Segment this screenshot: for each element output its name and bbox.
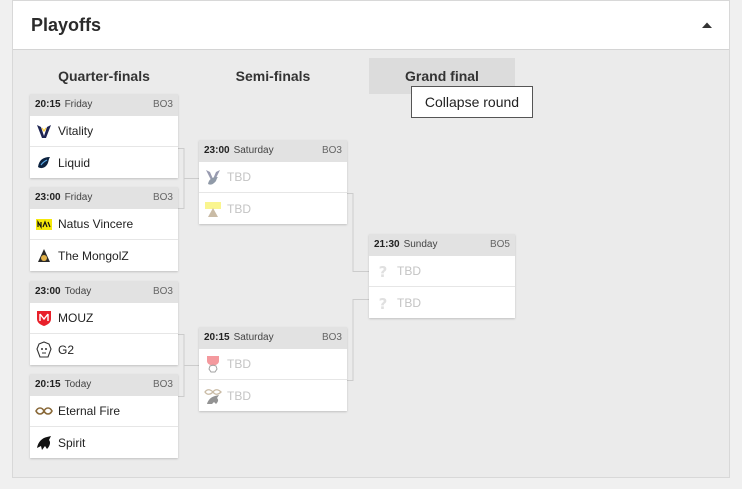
collapse-round-tooltip: Collapse round [411, 86, 533, 118]
mongolz-logo-icon [35, 247, 53, 265]
team-name: Liquid [58, 155, 91, 170]
team-row-mouz[interactable]: MOUZ [30, 303, 178, 334]
round-title-quarter-finals: Quarter-finals [58, 68, 150, 84]
match-day: Friday [64, 192, 93, 203]
match-format: BO3 [152, 192, 173, 203]
team-row-vitality[interactable]: Vitality [30, 116, 178, 147]
collapse-panel-button[interactable] [695, 13, 719, 37]
team-row-g2[interactable]: G2 [30, 334, 178, 365]
match-day: Friday [64, 99, 93, 110]
match-day: Saturday [233, 145, 274, 156]
panel-title: Playoffs [31, 15, 102, 35]
match-day: Today [64, 379, 92, 390]
team-row-liquid[interactable]: Liquid [30, 147, 178, 178]
connector-sf1-gf [347, 193, 369, 272]
g2-logo-icon [35, 340, 53, 359]
panel-header: Playoffs [13, 1, 729, 50]
round-title-semi-finals: Semi-finals [235, 68, 311, 84]
match-day: Saturday [233, 332, 274, 343]
eternalfire-spirit-placeholder-icon [204, 387, 222, 405]
match-day: Sunday [403, 239, 438, 250]
team-row-tbd[interactable]: TBD [199, 349, 347, 380]
team-name: TBD [227, 388, 251, 403]
team-row-eternal-fire[interactable]: Eternal Fire [30, 396, 178, 427]
team-name: TBD [227, 357, 251, 371]
match-time: 21:30 [374, 239, 400, 250]
question-mark-icon: ? [374, 294, 392, 312]
team-name: Eternal Fire [58, 404, 121, 418]
team-name: MOUZ [58, 311, 94, 325]
navi-mongolz-placeholder-icon [204, 200, 222, 218]
svg-text:?: ? [379, 263, 388, 280]
match-format: BO3 [152, 99, 173, 110]
match-time: 23:00 [35, 192, 61, 203]
svg-text:?: ? [379, 295, 388, 312]
match-time: 23:00 [204, 145, 230, 156]
match-time: 20:15 [204, 332, 230, 343]
match-format: BO3 [152, 286, 173, 297]
navi-logo-icon [35, 215, 53, 233]
connector-qf4-sf2 [178, 365, 185, 397]
vitality-logo-icon [35, 122, 53, 140]
connector-qf1-sf1 [178, 148, 200, 179]
team-name: Vitality [58, 124, 94, 138]
team-name: Spirit [58, 435, 86, 450]
mouz-g2-placeholder-icon [204, 355, 222, 373]
connector-sf2-gf [347, 299, 369, 381]
spirit-logo-icon [35, 434, 53, 452]
caret-up-icon [702, 22, 712, 28]
team-row-the-mongolz[interactable]: The MongolZ [30, 240, 178, 271]
match-day: Today [64, 286, 92, 297]
match-time: 20:15 [35, 99, 61, 110]
match-time: 23:00 [35, 286, 61, 297]
liquid-logo-icon [35, 154, 53, 172]
question-mark-icon: ? [374, 262, 392, 280]
team-name: G2 [58, 342, 75, 357]
team-name: TBD [227, 201, 251, 216]
team-row-tbd[interactable]: TBD [199, 193, 347, 224]
team-name: The MongolZ [58, 248, 129, 263]
team-row-spirit[interactable]: Spirit [30, 427, 178, 458]
team-row-tbd[interactable]: TBD [199, 380, 347, 411]
team-row-tbd[interactable]: ? TBD [369, 256, 515, 287]
team-row-tbd[interactable]: TBD [199, 162, 347, 193]
match-time: 20:15 [35, 379, 61, 390]
team-row-tbd[interactable]: ? TBD [369, 287, 515, 318]
mouz-logo-icon [35, 309, 53, 327]
match-format: BO3 [321, 145, 342, 156]
match-format: BO3 [152, 379, 173, 390]
vitality-liquid-placeholder-icon [204, 168, 222, 186]
team-name: TBD [227, 170, 251, 184]
team-name: TBD [397, 295, 421, 310]
match-format: BO3 [321, 332, 342, 343]
eternal-fire-logo-icon [35, 402, 53, 420]
team-row-natus-vincere[interactable]: Natus Vincere [30, 209, 178, 240]
connector-qf2-sf1 [178, 178, 185, 209]
team-name: TBD [397, 264, 421, 278]
team-name: Natus Vincere [58, 217, 134, 231]
match-format: BO5 [489, 239, 510, 250]
connector-qf3-sf2 [178, 334, 200, 366]
